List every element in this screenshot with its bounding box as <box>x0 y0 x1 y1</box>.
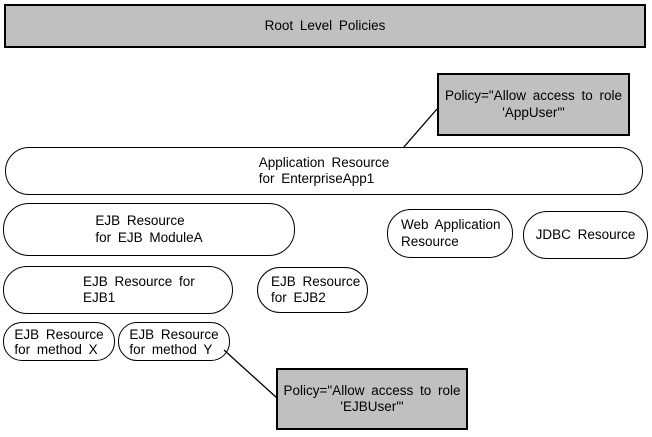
ejb1-resource-label: EJB Resource for EJB1 <box>83 273 195 306</box>
ejb-method-x-resource-label: EJB Resource for method X <box>14 326 104 357</box>
ejb-method-y-resource-node: EJB Resource for method Y <box>118 322 230 361</box>
application-resource-node: Application Resource for EnterpriseApp1 <box>5 147 643 195</box>
root-level-policies-box: Root Level Policies <box>4 4 646 48</box>
policy-ejbuser-box: Policy="Allow access to role 'EJBUser'" <box>276 368 468 430</box>
ejb-modulea-resource-node: EJB Resource for EJB ModuleA <box>3 203 295 256</box>
ejb-modulea-resource-label: EJB Resource for EJB ModuleA <box>95 213 203 245</box>
ejb2-resource-label: EJB Resource for EJB2 <box>271 273 361 306</box>
web-application-resource-node: Web Application Resource <box>387 209 513 258</box>
policy-appuser-label: Policy="Allow access to role 'AppUser'" <box>445 88 622 120</box>
web-application-resource-label: Web Application Resource <box>401 217 501 249</box>
ejb1-resource-node: EJB Resource for EJB1 <box>3 266 233 314</box>
application-resource-label: Application Resource for EnterpriseApp1 <box>258 154 390 187</box>
jdbc-resource-label: JDBC Resource <box>535 226 636 242</box>
ejb-method-x-resource-node: EJB Resource for method X <box>3 322 115 361</box>
root-level-policies-label: Root Level Policies <box>264 17 386 33</box>
connector-appuser-to-app-resource <box>402 108 438 149</box>
jdbc-resource-node: JDBC Resource <box>523 211 648 259</box>
policy-ejbuser-label: Policy="Allow access to role 'EJBUser'" <box>283 382 461 415</box>
ejb-method-y-resource-label: EJB Resource for method Y <box>129 326 219 357</box>
ejb2-resource-node: EJB Resource for EJB2 <box>257 267 368 313</box>
policy-appuser-box: Policy="Allow access to role 'AppUser'" <box>437 73 630 136</box>
connector-method-y-to-ejbuser-policy <box>223 349 278 399</box>
